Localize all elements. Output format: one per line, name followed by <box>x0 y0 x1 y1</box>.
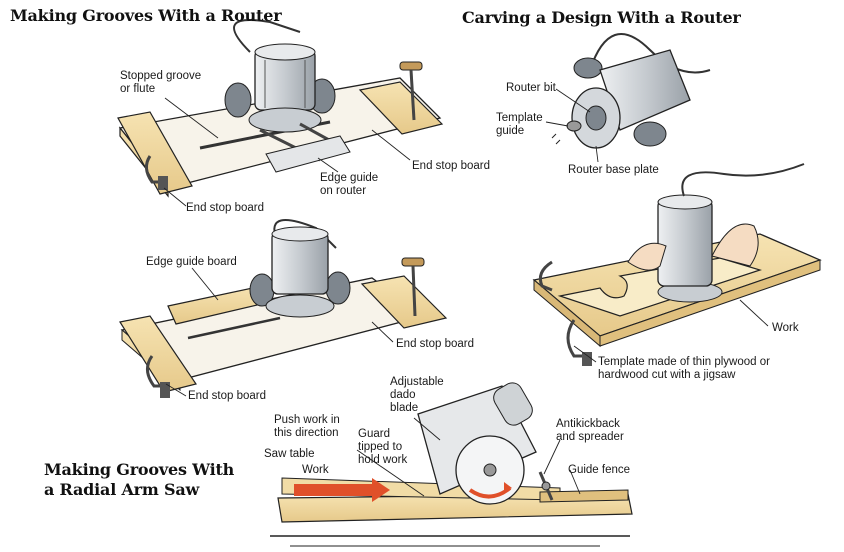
router-groove-scene-lower <box>119 219 448 398</box>
end-stop-board-right <box>358 81 444 135</box>
clamp-carving-bottom-icon <box>566 319 592 366</box>
title-carving-design: Carving a Design With a Router <box>462 8 741 27</box>
leader-lines <box>163 88 769 497</box>
hand-left-shape <box>627 242 667 271</box>
clamp-carving-left-icon <box>538 260 553 292</box>
clamp-left-icon <box>145 155 168 190</box>
carving-scene <box>532 163 822 366</box>
title-radial-arm-line2: a Radial Arm Saw <box>44 480 200 499</box>
label-saw-table: Saw table <box>264 448 315 460</box>
title-radial-arm-line1: Making Grooves With <box>44 460 235 479</box>
router-lower-icon <box>249 219 351 318</box>
clamp-lower-left-icon <box>146 355 170 398</box>
radial-arm-saw-scene <box>270 382 633 547</box>
label-work-bottom: Work <box>302 464 329 476</box>
template-guide-icon <box>551 120 582 145</box>
end-stop-board-left-lower <box>119 315 197 393</box>
label-router-bit: Router bit <box>506 82 556 94</box>
label-guide-fence: Guide fence <box>568 464 631 476</box>
guide-fence-shape <box>539 489 629 503</box>
end-stop-board-right-lower <box>360 275 448 329</box>
label-end-stop-board-a: End stop board <box>186 202 265 214</box>
edge-guide-on-router-icon <box>259 122 351 173</box>
title-router-grooves: Making Grooves With a Router <box>10 6 282 25</box>
label-end-stop-board-b: End stop board <box>412 160 491 172</box>
hand-right-shape <box>711 223 759 267</box>
router-closeup-scene <box>551 33 711 149</box>
saw-motor-shape <box>493 382 533 426</box>
antikickback-icon <box>538 471 554 501</box>
label-edge-guide-board: Edge guide board <box>146 256 237 268</box>
router-upper-icon <box>224 19 336 133</box>
label-end-stop-board-d: End stop board <box>188 390 267 402</box>
router-groove-scene-upper <box>117 19 444 198</box>
label-router-base-plate: Router base plate <box>568 164 659 176</box>
clamp-right-icon <box>399 61 423 121</box>
label-work-right: Work <box>772 322 799 334</box>
clamp-lower-right-icon <box>401 257 425 317</box>
push-direction-arrow-icon <box>294 478 390 502</box>
label-end-stop-board-c: End stop board <box>396 338 475 350</box>
